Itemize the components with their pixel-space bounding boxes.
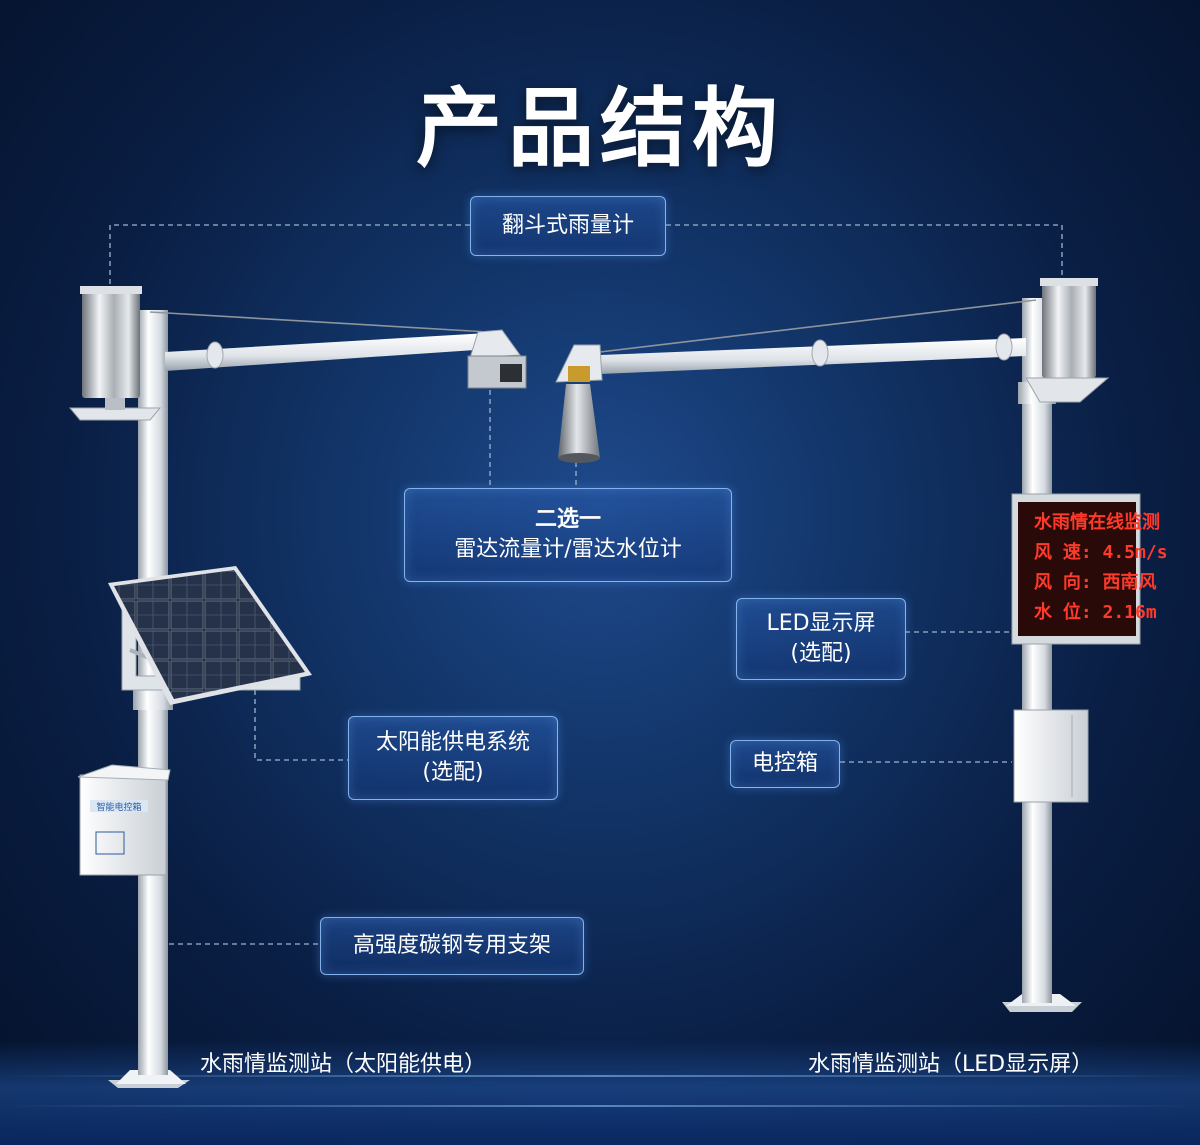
solar-panel: [114, 570, 305, 699]
connector-lines: [109, 224, 1063, 945]
led-row: 风 速: 4.5m/s: [1034, 541, 1168, 563]
right-station: 水雨情在线监测 风 速: 4.5m/s 风 向: 西南风 水 位: 2.16m: [555, 278, 1168, 1012]
led-screen-label-line2: (选配): [790, 641, 852, 666]
radar-choice-description: 雷达流量计/雷达水位计: [454, 537, 682, 562]
floor-glow: [0, 1040, 1200, 1145]
page-title: 产品结构: [416, 79, 784, 179]
control-box-label-text: 电控箱: [751, 751, 818, 776]
led-screen: [1018, 502, 1136, 636]
radar-level-meter: [555, 344, 603, 383]
left-station: 智能电控箱: [68, 286, 527, 1088]
floor-line: [0, 1105, 1200, 1107]
solar-power-label-line1: 太阳能供电系统: [375, 730, 530, 755]
led-row: 风 向: 西南风: [1034, 571, 1157, 593]
bracket-label-text: 高强度碳钢专用支架: [352, 933, 551, 958]
solar-power-label-line2: (选配): [422, 760, 484, 785]
left-control-box-plate: 智能电控箱: [96, 801, 141, 813]
radar-choice-label: 二选一 雷达流量计/雷达水位计: [404, 488, 732, 582]
control-box-label: 电控箱: [730, 740, 840, 788]
right-pole: [1022, 298, 1052, 1003]
led-row: 水 位: 2.16m: [1034, 601, 1157, 623]
bracket-label: 高强度碳钢专用支架: [320, 917, 584, 975]
left-station-caption: 水雨情监测站（太阳能供电）: [200, 1052, 487, 1077]
radar-choice-heading: 二选一: [534, 507, 601, 532]
left-pole-flange: [116, 1070, 186, 1084]
left-arm: [165, 333, 490, 371]
led-screen-label-line1: LED显示屏: [766, 611, 876, 636]
left-rain-gauge: [82, 286, 140, 398]
floor-line: [0, 1075, 1200, 1077]
right-station-caption: 水雨情监测站（LED显示屏）: [808, 1052, 1094, 1077]
right-rain-gauge: [1042, 278, 1096, 378]
led-row: 水雨情在线监测: [1034, 511, 1160, 533]
solar-power-label: 太阳能供电系统 (选配): [348, 716, 558, 800]
rain-gauge-label: 翻斗式雨量计: [470, 196, 666, 256]
left-control-box: [79, 774, 167, 876]
right-control-box: [1013, 709, 1089, 803]
rain-gauge-label-text: 翻斗式雨量计: [501, 213, 634, 238]
led-screen-label: LED显示屏 (选配): [736, 598, 906, 680]
